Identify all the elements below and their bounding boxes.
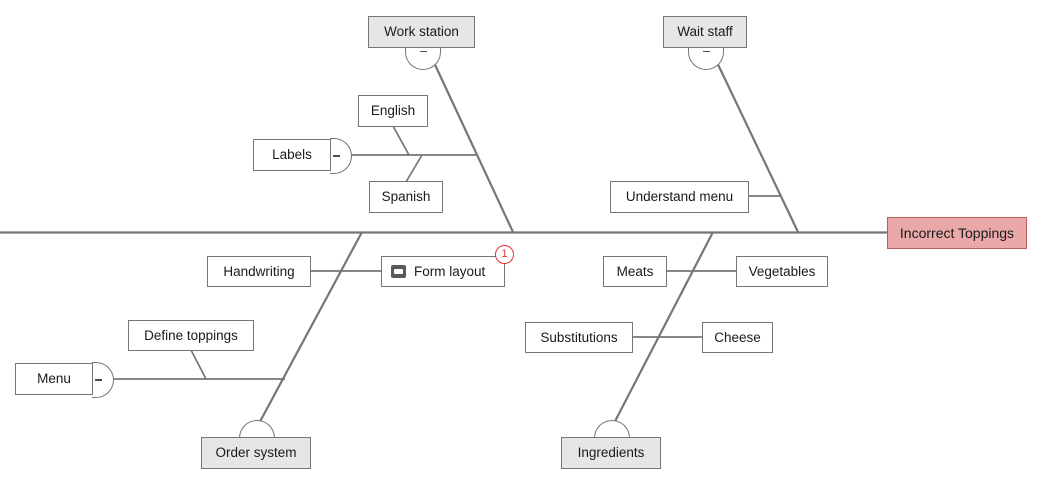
bone-english — [392, 125, 410, 156]
cause-node-handwriting[interactable]: Handwriting — [207, 256, 311, 287]
category-label-order-system: Order system — [215, 445, 297, 461]
effect-label: Incorrect Toppings — [899, 225, 1015, 241]
category-label-ingredients: Ingredients — [577, 445, 645, 461]
comment-count-badge[interactable]: 1 — [495, 245, 514, 264]
cause-label-menu: Menu — [37, 371, 71, 387]
category-node-wait-staff[interactable]: Wait staff — [663, 16, 747, 48]
cause-label-meats: Meats — [616, 263, 654, 279]
category-node-order-system[interactable]: Order system — [201, 437, 311, 469]
cause-label-spanish: Spanish — [381, 189, 431, 205]
note-icon — [391, 265, 406, 278]
cause-node-substitutions[interactable]: Substitutions — [525, 322, 633, 353]
minus-icon — [333, 155, 340, 157]
cause-label-understand-menu: Understand menu — [625, 189, 734, 205]
cause-node-spanish[interactable]: Spanish — [369, 181, 443, 213]
cause-label-english: English — [370, 103, 416, 119]
cause-label-handwriting: Handwriting — [223, 263, 295, 279]
collapse-handle-wait-staff[interactable] — [688, 47, 724, 70]
collapse-handle-labels[interactable] — [330, 138, 352, 174]
cause-node-cheese[interactable]: Cheese — [702, 322, 773, 353]
effect-node-incorrect-toppings[interactable]: Incorrect Toppings — [887, 217, 1027, 249]
comment-count-value: 1 — [501, 248, 508, 260]
cause-label-vegetables: Vegetables — [748, 263, 816, 279]
cause-node-define-toppings[interactable]: Define toppings — [128, 320, 254, 351]
cause-node-menu[interactable]: Menu — [15, 363, 93, 395]
cause-node-vegetables[interactable]: Vegetables — [736, 256, 828, 287]
collapse-handle-work-station[interactable] — [405, 47, 441, 70]
minus-icon — [419, 51, 427, 53]
category-label-wait-staff: Wait staff — [677, 24, 733, 40]
cause-label-labels: Labels — [272, 147, 312, 163]
category-label-work-station: Work station — [384, 24, 459, 40]
cause-node-english[interactable]: English — [358, 95, 428, 127]
cause-node-meats[interactable]: Meats — [603, 256, 667, 287]
cause-label-cheese: Cheese — [714, 329, 761, 345]
bone-define-toppings — [190, 349, 207, 380]
cause-label-define-toppings: Define toppings — [144, 327, 238, 343]
cause-label-form-layout: Form layout — [414, 263, 486, 279]
cause-node-understand-menu[interactable]: Understand menu — [610, 181, 749, 213]
category-node-ingredients[interactable]: Ingredients — [561, 437, 661, 469]
bone-spanish — [405, 154, 423, 183]
cause-node-form-layout[interactable]: Form layout — [381, 256, 505, 287]
minus-icon — [95, 379, 102, 381]
cause-label-substitutions: Substitutions — [540, 329, 618, 345]
collapse-handle-menu[interactable] — [92, 362, 114, 398]
cause-node-labels[interactable]: Labels — [253, 139, 331, 171]
category-node-work-station[interactable]: Work station — [368, 16, 475, 48]
minus-icon — [702, 51, 710, 53]
